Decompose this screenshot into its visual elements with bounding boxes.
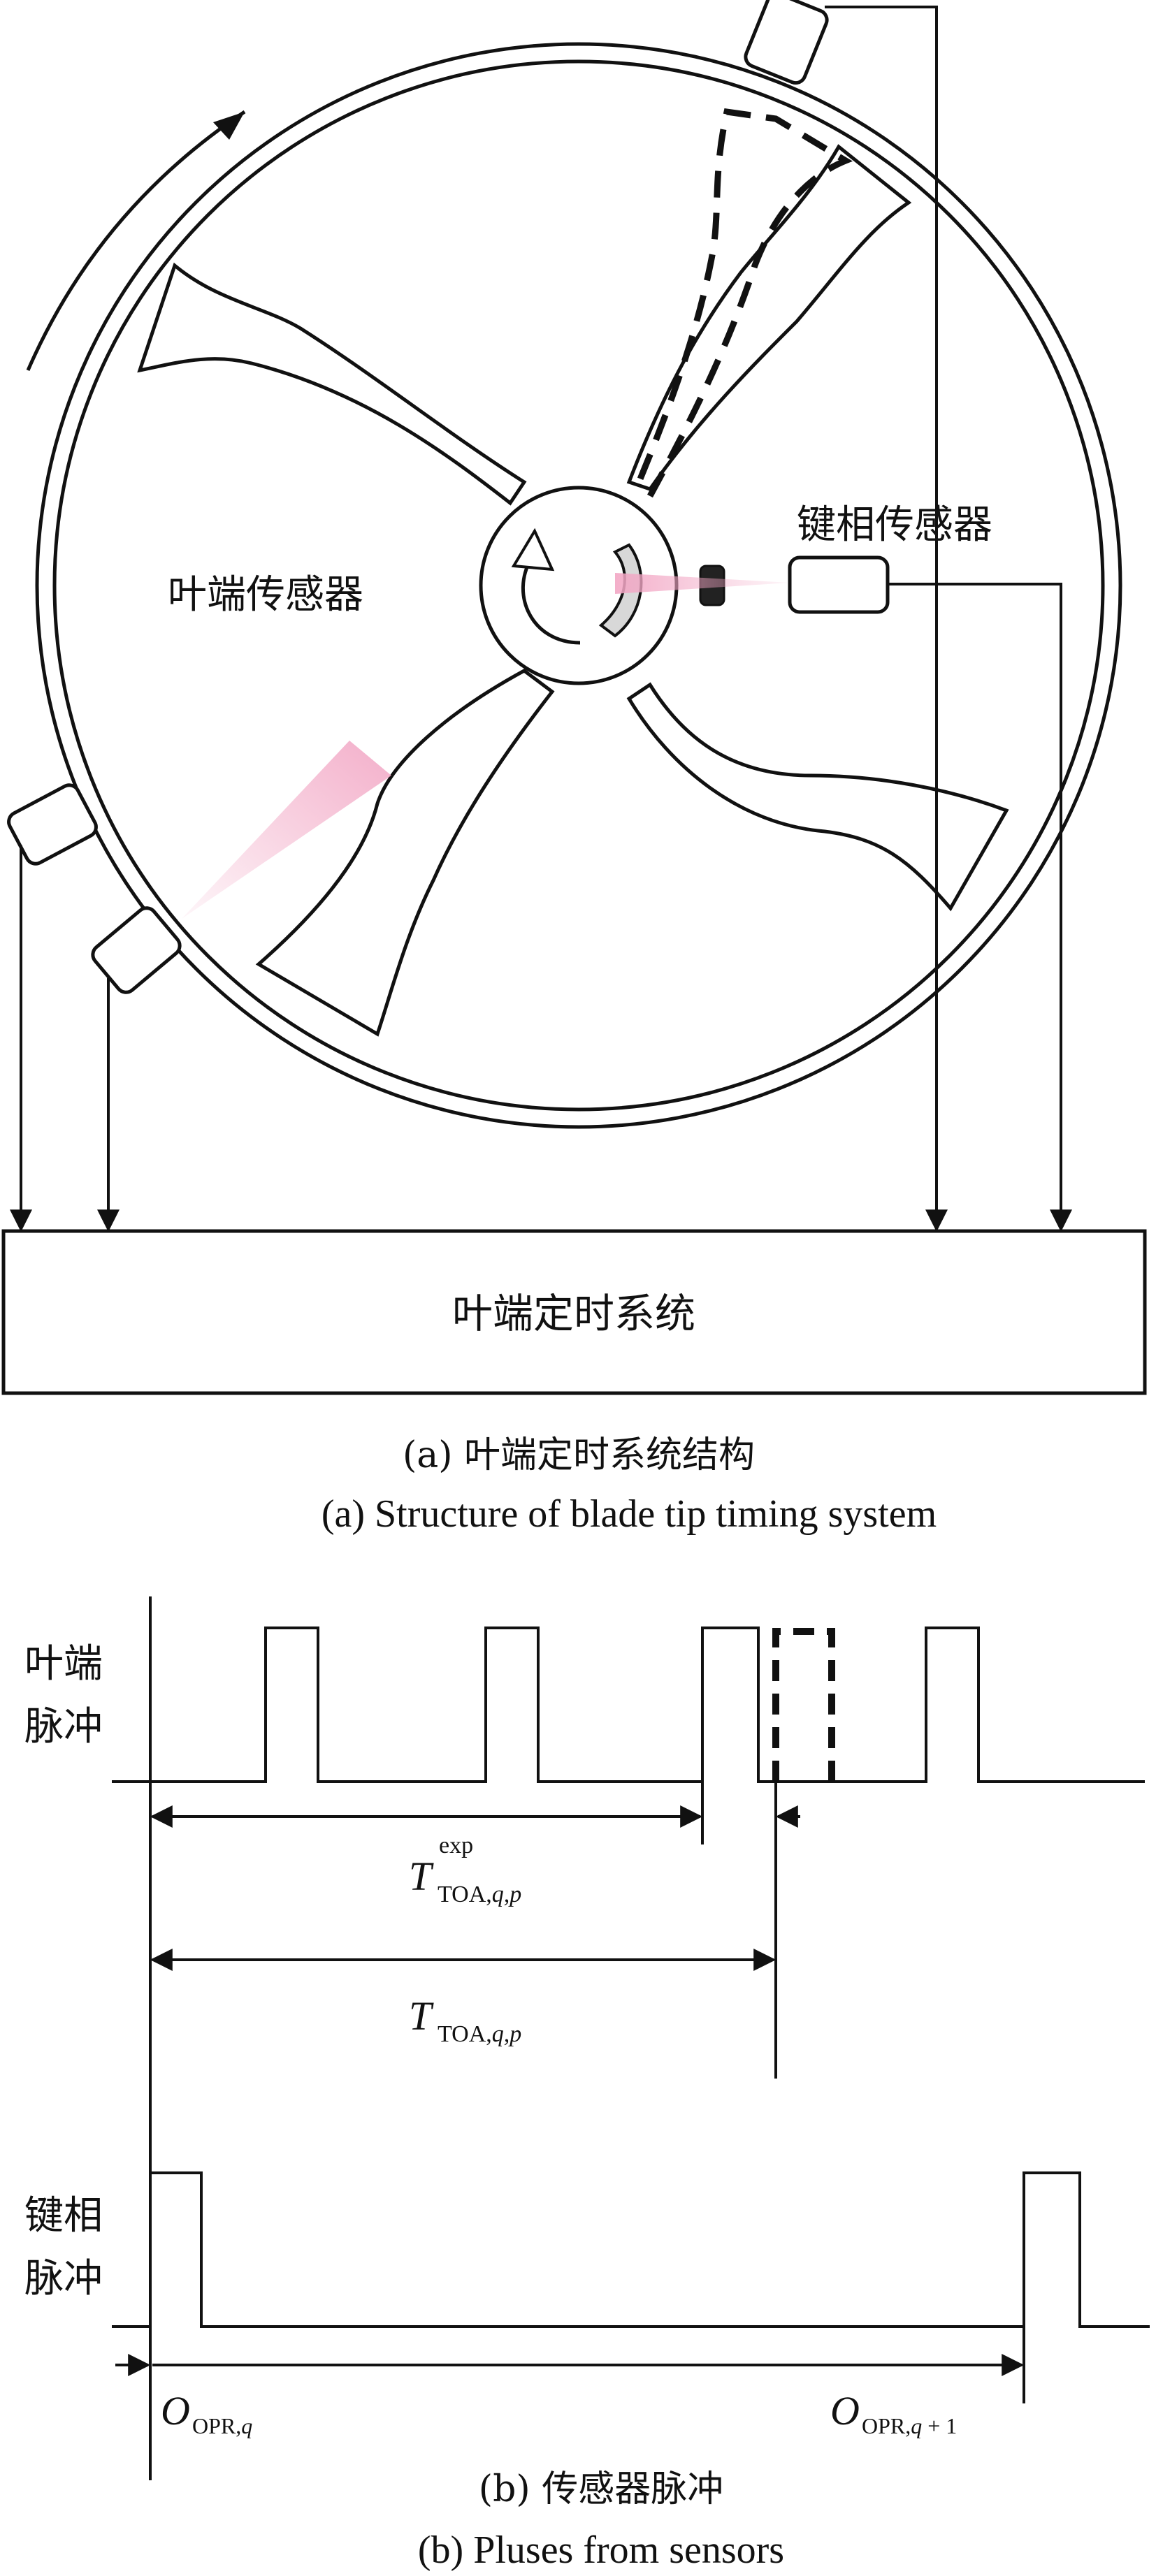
tip-sensor-top-housing: [744, 0, 829, 85]
system-box-label: 叶端定时系统: [452, 1290, 695, 1337]
t-exp-superscript: exp: [439, 1833, 473, 1858]
t-exp-symbol: T: [409, 1854, 434, 1899]
o-opr-q-subscript-text: OPR,: [192, 2413, 241, 2438]
casing-outer-ring: [35, 42, 1122, 1129]
t-exp-subscript-text: TOA,: [438, 1882, 492, 1907]
tip-sensor-label: 叶端传感器: [168, 572, 363, 618]
casing-inner-ring: [52, 59, 1105, 1112]
part-b-pulse-diagram: T exp TOA,q,p T TOA,q,p 叶端 脉冲 键相 脉冲 O OP…: [24, 1596, 1150, 2572]
wire-key-phase-sensor: [888, 583, 1072, 1232]
key-pulse-label-line2: 脉冲: [24, 2256, 103, 2301]
shaft-rotation-arrowhead: [511, 527, 555, 572]
t-exp-subscript-vars: q,p: [492, 1882, 522, 1907]
tip-pulse-train: [112, 1627, 1145, 1783]
caption-a-cn: (a) 叶端定时系统结构: [403, 1434, 755, 1476]
rotation-arrowhead: [213, 112, 245, 140]
caption-a-en: (a) Structure of blade tip timing system: [321, 1492, 937, 1536]
deflected-blade-dashed-outline: [633, 108, 853, 498]
shaft-rotation-arrow: [521, 558, 581, 645]
blade-lower-right: [626, 682, 1009, 912]
tip-pulse-expected-dashed: [772, 1628, 835, 1782]
key-phase-pulse-train: [112, 2171, 1150, 2328]
o-opr-q-symbol: O: [161, 2388, 190, 2433]
blade-lower-left: [255, 669, 555, 1037]
tip-timing-system-box: [1, 1229, 1147, 1395]
key-phase-sensor-housing: [788, 555, 890, 614]
caption-b-cn: (b) 传感器脉冲: [479, 2468, 723, 2510]
key-phase-sensor-label: 键相传感器: [797, 502, 992, 548]
o-opr-q1-subscript-var: q: [911, 2413, 922, 2438]
key-pulse-label-line1: 键相: [24, 2193, 103, 2239]
tip-sensor-left-2-housing: [91, 906, 182, 994]
o-opr-q1-symbol: O: [830, 2388, 860, 2433]
blade-upper-left: [137, 262, 527, 506]
o-opr-q-subscript-var: q: [241, 2413, 252, 2438]
tip-sensor-left-1-housing: [7, 783, 98, 866]
t-exp-subscript: TOA,q,p: [438, 1882, 521, 1907]
rotation-direction-arrow: [26, 110, 246, 371]
part-a-structure-diagram: 叶端传感器 键相传感器 叶端定时系统 (a) 叶端定时系统结构 (a) Stru…: [1, 0, 1147, 1536]
t-toa-subscript: TOA,q,p: [438, 2021, 521, 2047]
tip-sensor-beam: [182, 741, 391, 919]
t-toa-symbol: T: [409, 1993, 434, 2039]
blade-upper-right: [626, 144, 912, 491]
tip-pulse-label-line1: 叶端: [24, 1641, 103, 1687]
o-opr-q1-subscript-text: OPR,: [862, 2413, 911, 2438]
wire-top-sensor: [825, 6, 948, 1232]
t-toa-subscript-text: TOA,: [438, 2021, 492, 2047]
o-opr-q-subscript: OPR,q: [192, 2413, 252, 2438]
o-opr-q1-subscript: OPR,q + 1: [862, 2413, 957, 2438]
o-opr-q1-subscript-tail: + 1: [922, 2413, 957, 2438]
caption-b-en: (b) Pluses from sensors: [418, 2528, 784, 2572]
t-toa-subscript-vars: q,p: [492, 2021, 522, 2047]
tip-pulse-label-line2: 脉冲: [24, 1704, 103, 1749]
key-phase-sensor-beam: [615, 573, 790, 594]
